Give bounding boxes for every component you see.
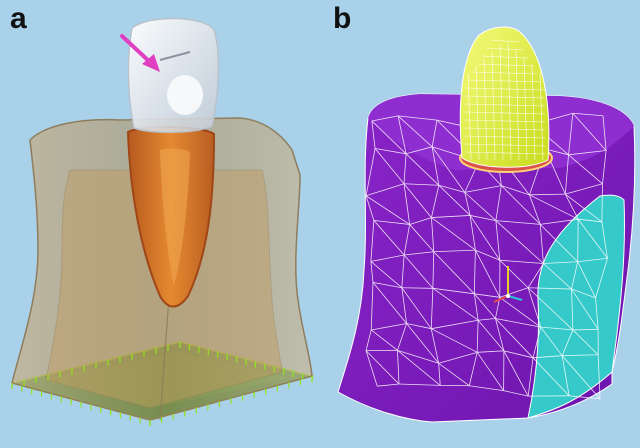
panel-b-mesh bbox=[337, 26, 636, 423]
panel-label-b: b bbox=[333, 2, 352, 35]
crown-slot bbox=[159, 51, 191, 61]
axis-triad bbox=[493, 266, 523, 303]
mesh-bone-region bbox=[527, 194, 625, 419]
crown-mesh-edges bbox=[464, 39, 546, 161]
crown-highlight bbox=[167, 75, 203, 115]
panel-a-model bbox=[11, 17, 315, 426]
root-canal bbox=[160, 148, 190, 285]
crown bbox=[127, 17, 220, 134]
restraint-nodes bbox=[11, 342, 313, 426]
load-arrow bbox=[120, 34, 160, 72]
panel-label-a: a bbox=[10, 2, 27, 35]
